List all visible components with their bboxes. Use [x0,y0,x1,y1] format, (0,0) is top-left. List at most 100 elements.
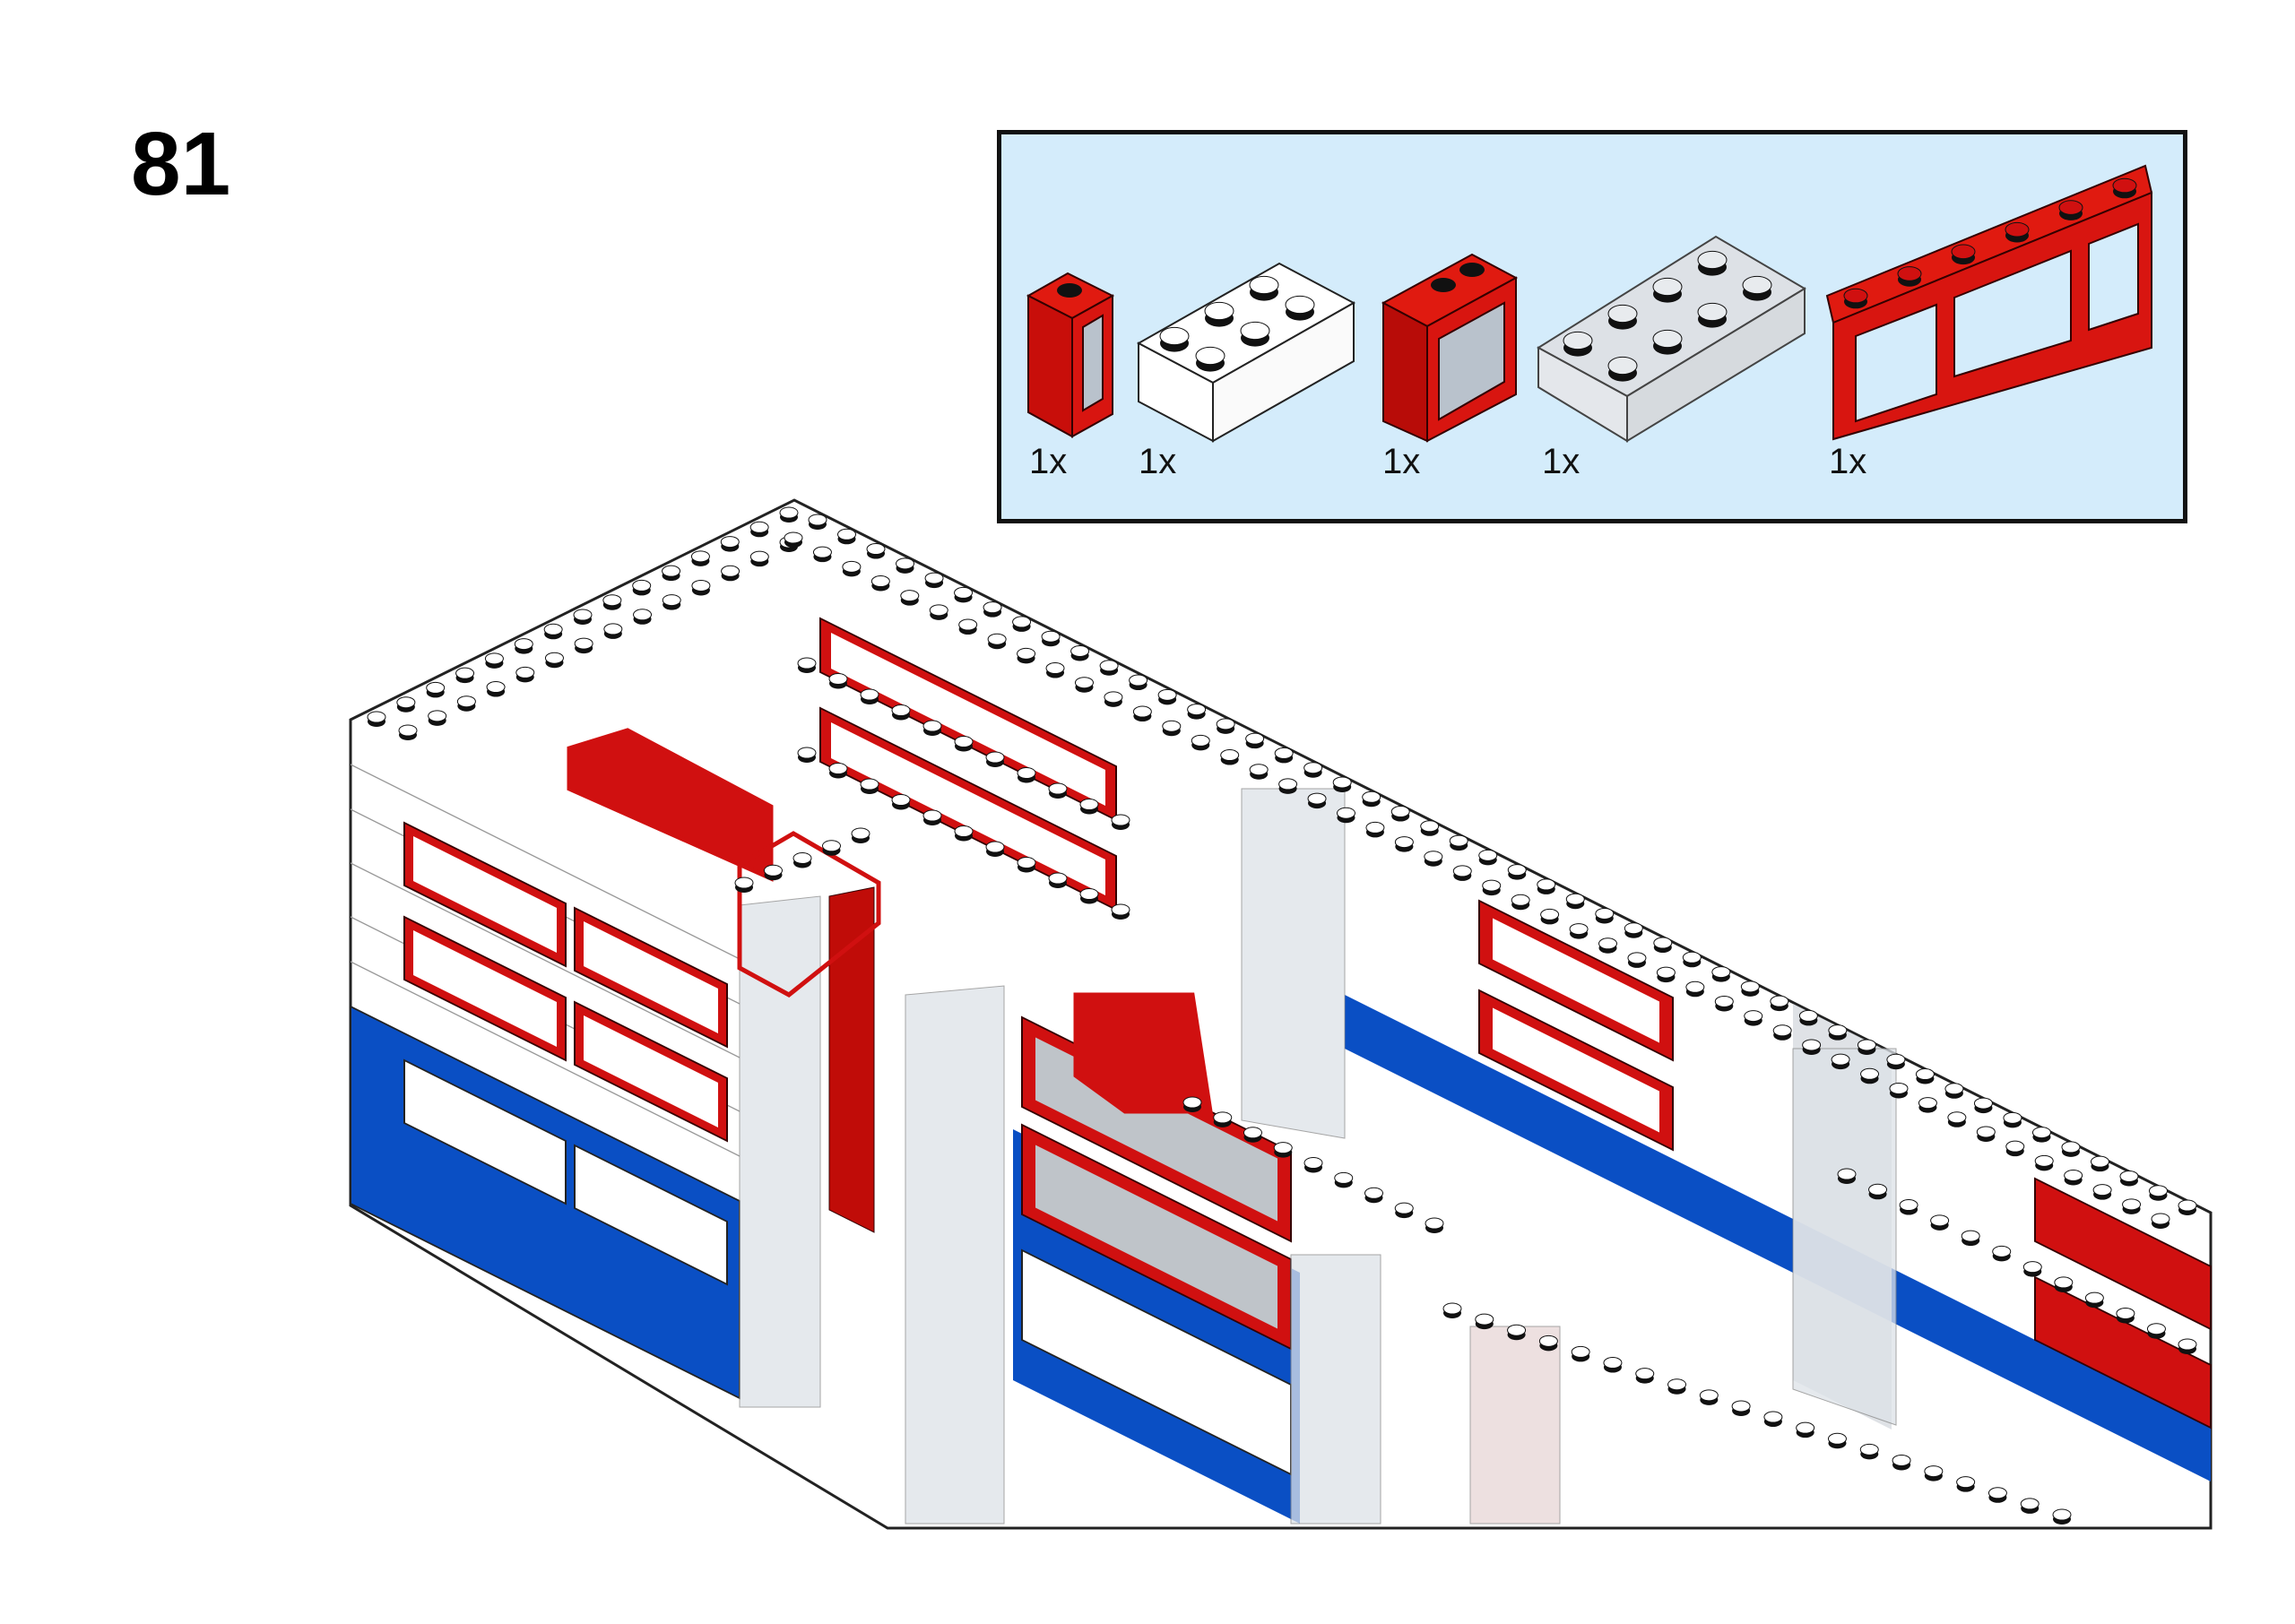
stud-top [1744,1010,1763,1023]
stud-top [1538,1335,1558,1347]
stud-top [2005,221,2030,238]
stud-top [1394,836,1414,849]
stud-top [891,794,911,806]
stud-top [1652,277,1683,297]
stud-top [1742,275,1772,295]
part-qty-2: 1x [1139,442,1176,481]
stud-top [2178,1199,2197,1212]
stud-top [1507,864,1527,877]
stud-top [1249,764,1269,776]
stud-top [486,681,506,694]
stud-top [924,572,944,584]
stud-top [2119,1170,2139,1182]
stud-top [1074,677,1094,689]
stud-top [2122,1198,2142,1211]
stud-top [749,550,769,563]
stud-top [797,747,817,759]
stud-top [1507,1324,1527,1336]
stud-top [1303,1157,1323,1169]
stud-top [1285,295,1315,315]
stud-top [1627,952,1647,964]
stud-top [1475,1313,1494,1326]
stud-top [792,852,812,864]
stud-top [860,778,879,790]
stud-top [1796,1421,1815,1434]
stud-top [958,618,978,631]
stud-top [1420,820,1440,833]
stud-top [1362,790,1381,803]
stud-top [1763,1411,1783,1423]
stud-top [1303,762,1323,774]
stud-top [1111,903,1130,916]
stud-top [866,543,886,556]
stud-top [837,528,857,540]
stud-top [1048,782,1068,795]
stud-top [954,825,974,837]
stud-top [749,521,769,533]
stud-top [987,633,1007,645]
stud-top [1452,865,1472,877]
stud-top [603,623,623,635]
stud-top [456,695,476,708]
stud-top [1682,951,1702,963]
red-window-1x2x2-icon [1381,253,1519,443]
stud-top [1951,244,1976,260]
stud-top [1656,966,1676,979]
stud-top [2092,1184,2112,1196]
stud-top [1685,980,1705,993]
stud-top [455,667,475,679]
stud-top [573,609,593,621]
stud-top [1798,1009,1818,1022]
part-qty-5: 1x [1829,442,1866,481]
stud-top [2112,177,2137,194]
stud-top [812,546,832,558]
stud-top [1770,995,1789,1007]
stud-top [633,609,653,621]
trans-clear-brick-2x4-icon [1537,235,1806,443]
stud-top [1045,662,1065,675]
stud-top [822,840,841,852]
stud-top [2034,1154,2054,1167]
stud-top [784,531,803,544]
stud-top [1195,346,1225,366]
stud-top [896,557,915,570]
stud-top [797,657,817,669]
stud-top [922,809,942,822]
stud-top [2151,1213,2170,1225]
stud-top [2003,1111,2022,1124]
stud-top [1243,1127,1262,1139]
stud-top [1132,705,1152,718]
stud-top [870,575,890,588]
stud-top [1111,814,1130,826]
step-number: 81 [131,114,231,214]
stud-top [1449,834,1468,847]
stud-top [1182,1096,1202,1109]
studs [367,506,2197,1525]
stud-top [1162,720,1182,732]
stud-top [1307,792,1327,805]
new-window-highlight [567,728,1213,1233]
stud-top [1857,1039,1876,1051]
stud-top [1653,937,1673,949]
stud-top [1961,1230,1980,1242]
stud-top [828,673,848,685]
stud-top [1334,1171,1354,1184]
stud-top [2020,1498,2040,1510]
stud-top [1442,1302,1462,1315]
stud-top [396,696,416,709]
stud-top [1041,630,1061,643]
stud-top [2064,1169,2083,1181]
stud-top [1897,266,1922,281]
stud-top [1843,288,1868,304]
stud-top [1667,1378,1687,1391]
stud-top [1731,1400,1751,1412]
stud-top [602,594,622,607]
part-qty-1: 1x [1029,442,1067,481]
stud-top [484,652,504,665]
stud-top [1220,749,1240,762]
stud-top [891,704,911,716]
stud-top [428,710,447,722]
stud-top [1099,660,1119,672]
white-brick-2x3-icon [1136,262,1356,443]
stud-top [2022,1261,2042,1274]
